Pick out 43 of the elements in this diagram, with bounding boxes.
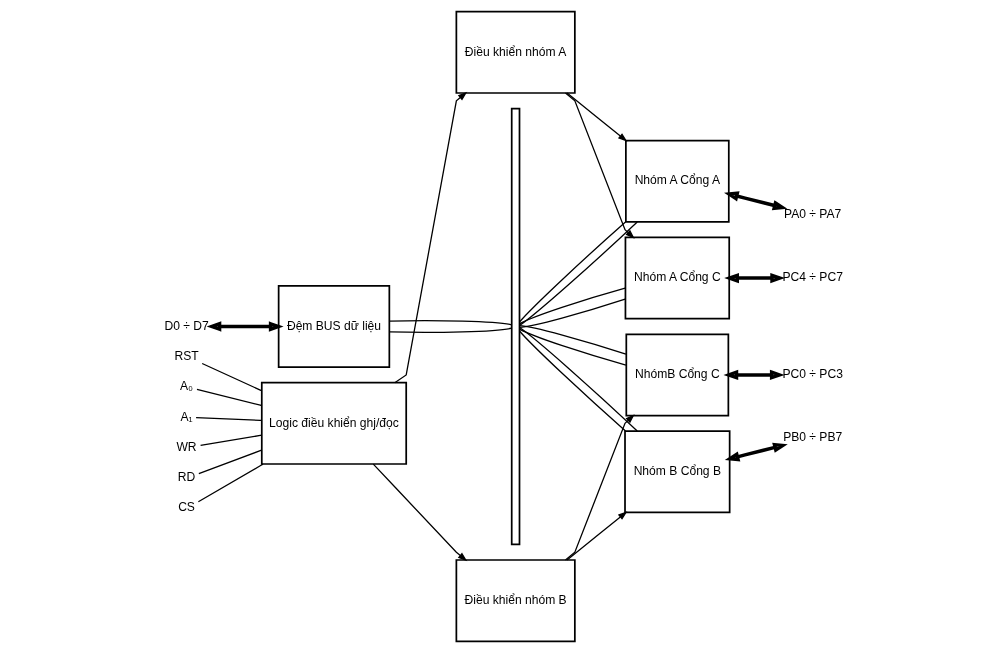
connector: [194, 417, 262, 422]
connector: [388, 320, 512, 326]
node-bar: [510, 107, 520, 546]
arrow: [565, 511, 627, 561]
arrow: [393, 91, 467, 384]
node-text: PB0 ÷ PB7: [782, 430, 842, 445]
arrow: [206, 321, 284, 332]
node-text: WR: [175, 439, 197, 454]
arrow: [722, 369, 785, 381]
node-box: Điều khiển nhóm B: [455, 559, 576, 643]
node-text: PA0 ÷ PA7: [783, 207, 841, 222]
node-box: Nhóm A Cổng A: [624, 139, 730, 223]
connector: [201, 362, 262, 392]
connector: [199, 434, 262, 447]
node-box: Logic điều khiển ghj/đọc: [260, 381, 407, 465]
node-text: A₀: [179, 379, 193, 394]
arrow: [724, 442, 788, 462]
connector: [518, 298, 626, 328]
node-box: Nhóm A Cổng C: [624, 236, 730, 320]
arrow: [723, 272, 785, 284]
arrow: [723, 191, 787, 211]
node-box: Điều khiển nhóm A: [455, 10, 576, 94]
connector: [518, 325, 627, 355]
arrow: [372, 463, 467, 562]
node-text: PC0 ÷ PC3: [781, 367, 843, 382]
connector: [197, 463, 264, 503]
node-text: RD: [177, 470, 195, 485]
connector: [388, 327, 512, 333]
node-text: PC4 ÷ PC7: [781, 270, 843, 285]
node-text: RST: [173, 348, 199, 363]
node-box: Đệm BUS dữ liệu: [277, 285, 390, 368]
node-text: CS: [177, 500, 195, 515]
connector: [197, 449, 262, 475]
connector: [195, 388, 262, 407]
node-box: Nhóm B Cổng B: [623, 430, 730, 514]
arrow: [565, 92, 627, 142]
node-text: A₁: [179, 409, 193, 424]
connector: [518, 287, 626, 325]
node-text: D0 ÷ D7: [163, 318, 209, 333]
arrow: [564, 92, 635, 239]
node-box: NhómB Cổng C: [624, 333, 729, 417]
arrow: [564, 414, 635, 561]
connector: [518, 328, 627, 366]
